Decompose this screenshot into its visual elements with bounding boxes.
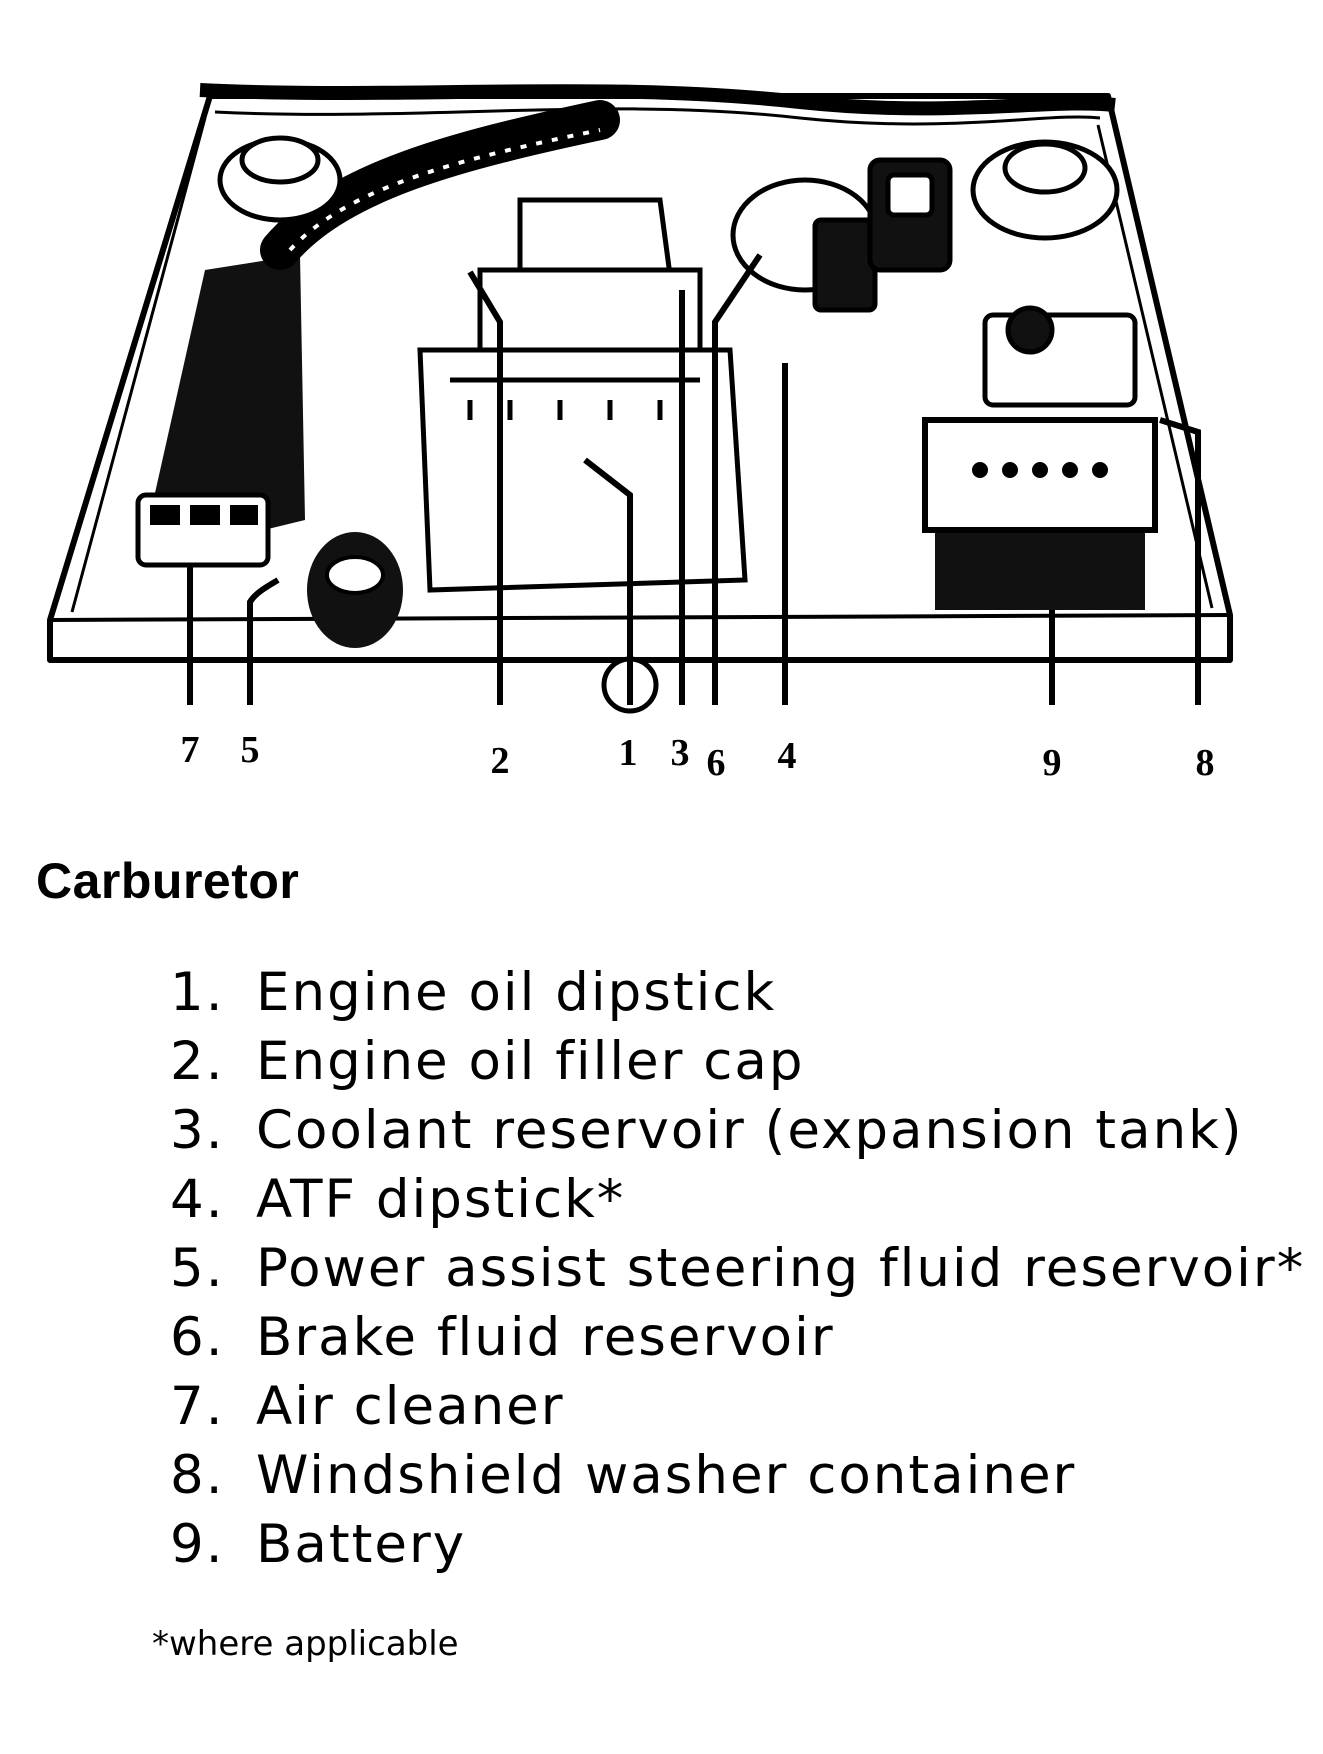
strut-tower-shapes [217,135,1120,241]
callout-5: 5 [241,729,260,771]
legend-label: ATF dipstick* [256,1169,626,1230]
legend-label: Engine oil dipstick [256,962,777,1023]
legend-item: 7. Air cleaner [170,1372,1305,1441]
callout-9: 9 [1043,742,1062,784]
legend-number: 4. [170,1169,225,1230]
legend-number: 9. [170,1514,225,1575]
callout-numbers: 7 5 2 1 3 6 4 9 8 [181,729,1215,784]
section-title: Carburetor [36,853,300,909]
legend-label: Air cleaner [256,1376,565,1437]
air-cleaner-shape [135,255,305,568]
power-steering-reservoir-shape [307,532,403,648]
component-legend: 1. Engine oil dipstick 2. Engine oil fille… [170,958,1305,1579]
legend-item: 2. Engine oil filler cap [170,1027,1305,1096]
legend-item: 6. Brake fluid reservoir [170,1303,1305,1372]
callout-2: 2 [491,740,510,782]
callout-1: 1 [619,732,638,774]
legend-number: 6. [170,1307,225,1368]
callout-8: 8 [1196,742,1215,784]
legend-label: Windshield washer container [256,1445,1077,1506]
legend-item: 4. ATF dipstick* [170,1165,1305,1234]
legend-label: Coolant reservoir (expansion tank) [256,1100,1244,1161]
legend-label: Engine oil filler cap [256,1031,805,1092]
legend-item: 3. Coolant reservoir (expansion tank) [170,1096,1305,1165]
legend-number: 1. [170,962,225,1023]
legend-label: Battery [256,1514,467,1575]
callout-7: 7 [181,729,200,771]
brake-booster-shape [730,157,953,313]
legend-item: 1. Engine oil dipstick [170,958,1305,1027]
legend-label: Brake fluid reservoir [256,1307,835,1368]
battery-shape [922,417,1158,610]
legend-number: 8. [170,1445,225,1506]
legend-number: 2. [170,1031,225,1092]
intake-hose-shape [260,100,620,270]
footnote: *where applicable [152,1624,459,1664]
legend-number: 3. [170,1100,225,1161]
engine-compartment-diagram: 7 5 2 1 3 6 4 9 8 [47,83,1233,784]
legend-number: 7. [170,1376,225,1437]
callout-3: 3 [671,732,690,774]
legend-item: 8. Windshield washer container [170,1441,1305,1510]
legend-number: 5. [170,1238,225,1299]
washer-container-shape [982,305,1138,408]
callout-6: 6 [707,742,726,784]
legend-label: Power assist steering fluid reservoir* [256,1238,1306,1299]
legend-item: 9. Battery [170,1510,1305,1579]
callout-4: 4 [778,735,797,777]
legend-item: 5. Power assist steering fluid reservoir* [170,1234,1305,1303]
callout-lines [187,253,1201,705]
